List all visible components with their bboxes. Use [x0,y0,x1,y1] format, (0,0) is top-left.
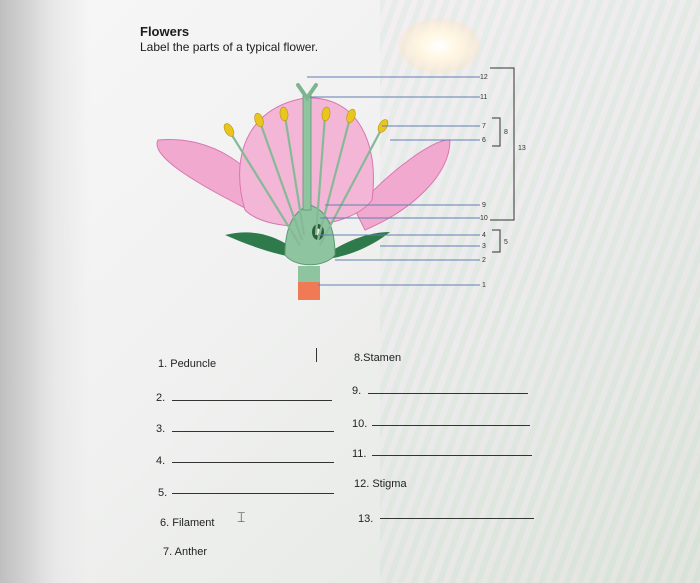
answer-13-blank[interactable] [380,518,534,519]
stigma [298,85,316,98]
stray-mark [316,348,317,362]
diagram-label-9: 9 [482,202,486,209]
diagram-label-3: 3 [482,243,486,250]
diagram-label-11: 11 [480,94,487,101]
answer-12: 12. Stigma [354,478,407,490]
answer-3: 3. [156,423,165,435]
answer-10: 10. [352,418,367,430]
answer-10-blank[interactable] [372,425,530,426]
diagram-label-1: 1 [482,282,486,289]
worksheet-instruction: Label the parts of a typical flower. [140,40,318,54]
diagram-label-5: 5 [504,239,508,246]
answer-1: 1. Peduncle [158,358,216,370]
diagram-label-12: 12 [480,74,488,81]
diagram-label-10: 10 [480,215,488,222]
answer-4-blank[interactable] [172,462,334,463]
monitor-bezel [0,0,90,583]
diagram-label-6: 6 [482,137,486,144]
answer-3-blank[interactable] [172,431,334,432]
answer-5-blank[interactable] [172,493,334,494]
flower-diagram: 12 11 7 6 8 13 9 10 4 3 2 1 5 [150,60,550,310]
answer-7: 7. Anther [163,546,207,558]
diagram-label-2: 2 [482,257,486,264]
answer-2-blank[interactable] [172,400,332,401]
style [303,95,311,210]
diagram-label-8: 8 [504,129,508,136]
answer-2: 2. [156,392,165,404]
diagram-label-13: 13 [518,145,526,152]
answer-6: 6. Filament [160,517,214,529]
answer-8: 8.Stamen [354,352,401,364]
text-cursor-icon: ⌶ [237,509,245,526]
answer-4: 4. [156,455,165,467]
brackets [490,68,514,252]
answer-9: 9. [352,385,361,397]
worksheet-title: Flowers [140,24,189,39]
answer-9-blank[interactable] [368,393,528,394]
answer-5: 5. [158,487,167,499]
answer-11: 11. [352,448,366,460]
answer-13: 13. [358,513,373,525]
diagram-label-4: 4 [482,232,486,239]
peduncle [298,266,320,284]
diagram-label-7: 7 [482,123,486,130]
answer-11-blank[interactable] [372,455,532,456]
